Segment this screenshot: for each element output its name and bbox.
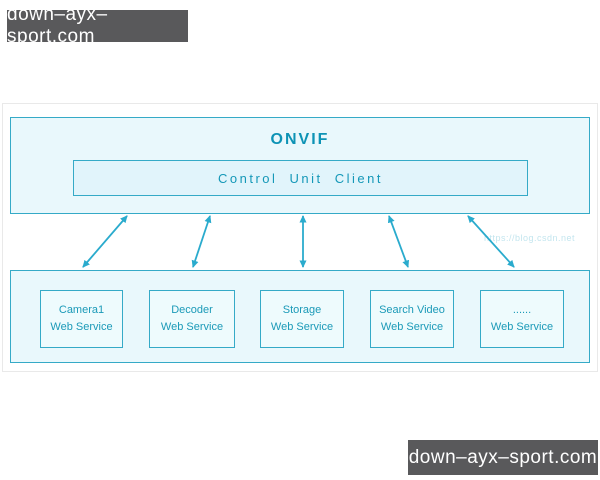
service-box-camera1: Camera1 Web Service (40, 290, 123, 348)
arrow-other (467, 215, 515, 268)
site-banner-bottom: down–ayx–sport.com (408, 440, 598, 475)
service-name: Decoder (171, 304, 213, 316)
service-name: Storage (282, 304, 322, 316)
service-box-storage: Storage Web Service (260, 290, 344, 348)
web-services-container-box: Camera1 Web Service Decoder Web Service … (10, 233, 590, 363)
service-box-other: ...... Web Service (480, 290, 564, 348)
service-type: Web Service (270, 321, 334, 333)
site-banner-top-label: down–ayx–sport.com (7, 4, 108, 47)
service-name: ...... (512, 304, 532, 316)
control-unit-client-label: Control Unit Client (218, 170, 383, 186)
control-unit-client-box: Control Unit Client (73, 160, 528, 196)
service-box-search-video: Search Video Web Service (370, 290, 454, 348)
arrow-decoder (191, 215, 212, 268)
arrow-camera1 (82, 215, 128, 268)
service-type: Web Service (380, 321, 444, 333)
service-type: Web Service (160, 321, 224, 333)
onvif-container-box: ONVIF Control Unit Client (10, 117, 590, 214)
service-box-decoder: Decoder Web Service (149, 290, 235, 348)
service-name: Camera1 (58, 304, 105, 316)
onvif-title: ONVIF (270, 131, 330, 148)
connector-arrows (82, 215, 515, 268)
service-type: Web Service (490, 321, 554, 333)
arrow-search-video (387, 215, 410, 268)
watermark-text: https://blog.csdn.net (483, 233, 575, 243)
site-banner-bottom-label: down–ayx–sport.com (408, 446, 598, 468)
site-banner-top: down–ayx–sport.com (7, 4, 188, 47)
service-name: Search Video (379, 304, 445, 316)
service-type: Web Service (50, 321, 113, 333)
